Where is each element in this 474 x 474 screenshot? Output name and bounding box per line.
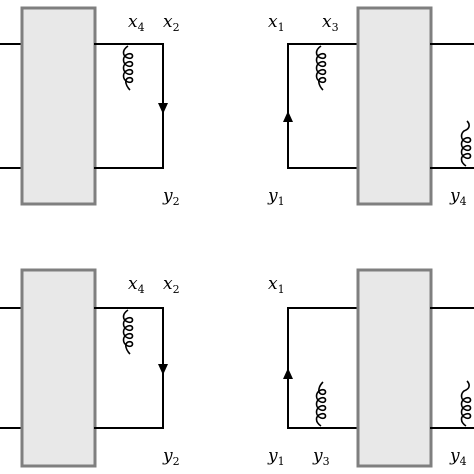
label-x2: x2 [163, 274, 180, 296]
label-y1: y1 [267, 446, 285, 468]
label-x2: x2 [163, 12, 180, 34]
arrow-up-icon [283, 111, 293, 122]
hadronic-blob [20, 268, 97, 468]
gluon-line [122, 45, 134, 91]
hadronic-blob [356, 268, 433, 468]
gluon-line-right [460, 380, 472, 427]
hadronic-blob [20, 6, 97, 206]
panel-top-left: x4 x2 y2 [0, 6, 180, 208]
hadronic-blob [356, 6, 433, 206]
gluon-line [122, 309, 134, 355]
gluon-line-right [460, 120, 472, 167]
label-y3: y3 [312, 446, 330, 468]
gluon-line-left [315, 45, 327, 91]
label-x1: x1 [268, 274, 285, 296]
label-y1: y1 [267, 186, 285, 208]
label-x3: x3 [322, 12, 339, 34]
label-y4: y4 [449, 186, 467, 208]
label-x1: x1 [268, 12, 285, 34]
gluon-line-left [315, 381, 327, 427]
arrow-down-icon [158, 364, 168, 375]
panel-top-right: x1 x3 y1 y4 [267, 6, 474, 208]
panel-bottom-left: x4 x2 y2 [0, 268, 180, 468]
arrow-down-icon [158, 103, 168, 114]
label-y4: y4 [449, 446, 467, 468]
label-x4: x4 [128, 274, 145, 296]
label-y2: y2 [162, 446, 180, 468]
label-x4: x4 [128, 12, 145, 34]
arrow-up-icon [283, 368, 293, 379]
label-y2: y2 [162, 186, 180, 208]
panel-bottom-right: x1 y1 y3 y4 [267, 268, 474, 468]
